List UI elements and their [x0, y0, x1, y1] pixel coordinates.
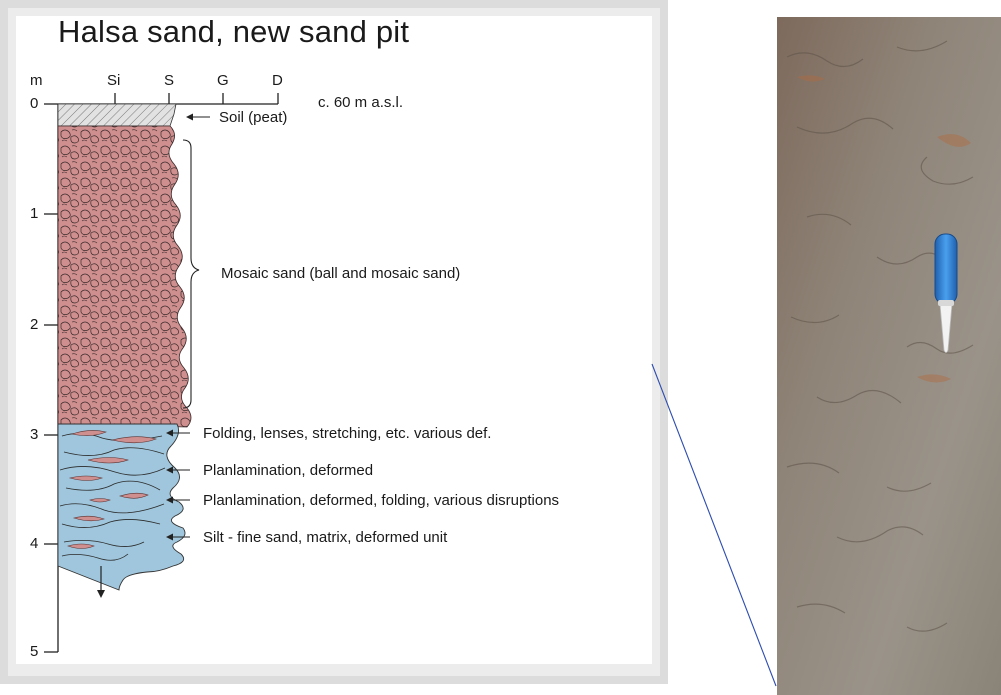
depth-label-4: 4: [30, 535, 38, 553]
depth-label-1: 1: [30, 205, 38, 223]
annotation-mosaic-sand: Mosaic sand (ball and mosaic sand): [221, 265, 460, 283]
grain-label-g: G: [217, 72, 229, 90]
depth-label-5: 5: [30, 643, 38, 661]
photo-connector-line: [652, 364, 776, 686]
field-photo: [777, 17, 1001, 695]
annotation-soil-peat: Soil (peat): [219, 109, 287, 127]
arrow-head-soil: [186, 114, 193, 121]
depth-label-0: 0: [30, 95, 38, 113]
rock-face: [777, 17, 1001, 695]
grain-label-d: D: [272, 72, 283, 90]
elevation-label: c. 60 m a.s.l.: [318, 94, 403, 112]
annotation-planlamination: Planlamination, deformed: [203, 462, 373, 480]
mosaic-sand-brace: [183, 140, 199, 408]
depth-label-2: 2: [30, 316, 38, 334]
annotation-silt-fine-sand: Silt - fine sand, matrix, deformed unit: [203, 529, 447, 547]
grain-label-s: S: [164, 72, 174, 90]
depth-label-3: 3: [30, 426, 38, 444]
annotation-folding-lenses: Folding, lenses, stretching, etc. variou…: [203, 425, 491, 443]
soil-peat-layer: [58, 104, 176, 126]
mosaic-sand-layer: [58, 126, 191, 427]
annotation-planlamination-disruptions: Planlamination, deformed, folding, vario…: [203, 492, 559, 510]
depth-unit-label: m: [30, 72, 43, 90]
grain-label-si: Si: [107, 72, 120, 90]
deformed-unit-layer: [58, 424, 185, 590]
